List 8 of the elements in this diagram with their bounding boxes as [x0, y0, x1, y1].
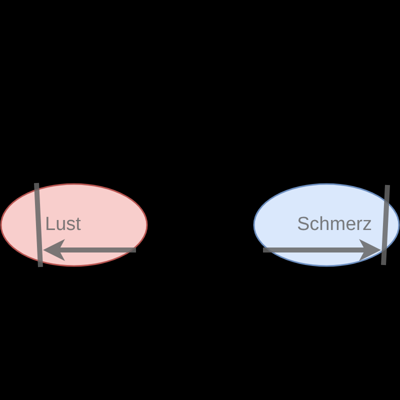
oval-region	[0, 183, 148, 267]
arrow	[263, 239, 381, 261]
arrow	[43, 239, 136, 261]
barrier-bar	[34, 183, 43, 267]
oval-region	[253, 183, 400, 267]
barrier-bar	[381, 185, 390, 265]
region-label: Lust	[45, 214, 81, 236]
region-label: Schmerz	[297, 214, 372, 236]
